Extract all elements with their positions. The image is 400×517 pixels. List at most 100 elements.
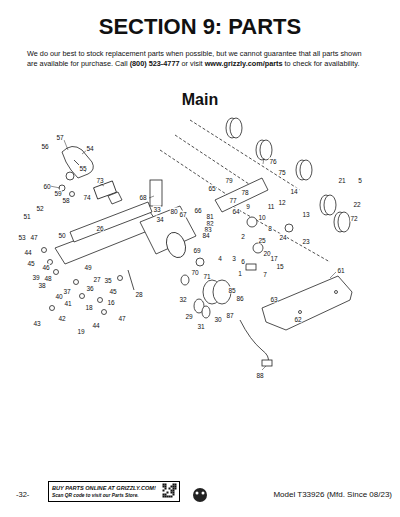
callout-number: 58 [62, 197, 70, 204]
intro-paragraph: We do our best to stock replacement part… [27, 49, 374, 68]
callout-number: 26 [96, 225, 104, 232]
callout-number: 48 [44, 275, 52, 282]
callout-number: 45 [109, 288, 117, 295]
section-heading: Main [0, 91, 400, 109]
callout-number: 72 [350, 215, 358, 222]
callout-number: 18 [85, 304, 93, 311]
callout-number: 66 [194, 207, 202, 214]
model-note: Model T33926 (Mfd. Since 08/23) [273, 490, 392, 499]
callout-number: 53 [18, 234, 26, 241]
callout-number: 57 [56, 134, 64, 141]
callout-number: 80 [170, 208, 178, 215]
callout-number: 9 [246, 203, 251, 210]
callout-number: 25 [258, 237, 266, 244]
callout-number: 69 [193, 247, 201, 254]
callout-number: 12 [278, 199, 286, 206]
callout-number: 38 [38, 282, 46, 289]
callout-number: 31 [197, 323, 205, 330]
callout-number: 68 [139, 194, 147, 201]
callout-number: 78 [241, 189, 249, 196]
intro-text: to check for availability. [285, 59, 360, 68]
callout-number: 87 [226, 312, 234, 319]
qr-code [162, 483, 177, 498]
callout-number: 45 [27, 260, 35, 267]
callout-number: 3 [232, 255, 237, 262]
callout-number: 51 [23, 213, 31, 220]
brand-logo [193, 488, 207, 502]
callout-number: 75 [278, 169, 286, 176]
callout-number: 39 [32, 274, 40, 281]
callout-number: 49 [84, 264, 92, 271]
callout-number: 76 [269, 158, 277, 165]
callout-number: 84 [202, 232, 210, 239]
intro-text: (800) 523-4777 [130, 59, 180, 68]
callout-number: 5 [358, 177, 363, 184]
callout-number: 44 [24, 249, 32, 256]
box-heading: BUY PARTS ONLINE AT GRIZZLY.COM! [52, 484, 159, 492]
callout-number: 77 [229, 197, 237, 204]
callout-number: 33 [153, 206, 161, 213]
callout-number: 32 [179, 296, 187, 303]
callout-number: 55 [79, 165, 87, 172]
callout-number: 64 [232, 208, 240, 215]
callout-number: 24 [279, 234, 287, 241]
page-title: SECTION 9: PARTS [0, 14, 400, 40]
parts-store-box: BUY PARTS ONLINE AT GRIZZLY.COM!Scan QR … [48, 481, 180, 502]
callout-number: 59 [54, 190, 62, 197]
callout-number: 61 [337, 267, 345, 274]
callout-number: 70 [191, 269, 199, 276]
callout-number: 36 [86, 285, 94, 292]
callout-number: 28 [135, 291, 143, 298]
callout-number: 19 [77, 328, 85, 335]
callout-number: 81 [206, 213, 214, 220]
callout-number: 43 [33, 320, 41, 327]
callout-number: 46 [42, 264, 50, 271]
callout-number: 63 [270, 296, 278, 303]
callout-number: 54 [86, 145, 94, 152]
callout-number: 86 [236, 295, 244, 302]
callout-number: 40 [55, 293, 63, 300]
callout-number: 16 [107, 299, 115, 306]
callout-number: 10 [258, 214, 266, 221]
callout-number: 74 [83, 194, 91, 201]
callout-number: 8 [268, 225, 273, 232]
callout-number: 73 [96, 177, 104, 184]
callout-number: 60 [43, 183, 51, 190]
callout-number: 30 [214, 316, 222, 323]
callout-number: 37 [63, 288, 71, 295]
callout-number: 47 [30, 234, 38, 241]
page-number: -32- [16, 490, 29, 499]
callout-number: 11 [267, 203, 275, 210]
intro-text: or visit [182, 59, 203, 68]
callout-number: 21 [338, 177, 346, 184]
callout-number: 79 [225, 177, 233, 184]
callout-number: 50 [58, 232, 66, 239]
callout-number: 2 [241, 233, 246, 240]
callout-number: 1 [238, 270, 243, 277]
box-text: Scan QR code to visit our Parts Store. [52, 492, 159, 499]
callout-number: 42 [58, 315, 66, 322]
callout-number: 27 [93, 276, 101, 283]
callout-number: 88 [256, 372, 264, 379]
callout-number: 4 [218, 255, 223, 262]
callout-number: 85 [228, 287, 236, 294]
callout-number: 65 [208, 185, 216, 192]
callout-number: 6 [241, 258, 246, 265]
callout-number: 56 [41, 143, 49, 150]
callout-number: 34 [156, 216, 164, 223]
callout-number: 44 [92, 322, 100, 329]
callout-number: 17 [270, 255, 278, 262]
callout-number: 13 [302, 211, 310, 218]
callout-number: 62 [294, 316, 302, 323]
callout-number: 29 [185, 313, 193, 320]
callout-number: 71 [203, 273, 211, 280]
callout-number: 67 [179, 211, 187, 218]
callout-number: 14 [290, 188, 298, 195]
callout-number: 23 [302, 238, 310, 245]
callout-number: 7 [263, 271, 268, 278]
callout-number: 52 [36, 205, 44, 212]
callout-number: 15 [276, 263, 284, 270]
callout-number: 22 [353, 201, 361, 208]
callout-number: 47 [118, 315, 126, 322]
